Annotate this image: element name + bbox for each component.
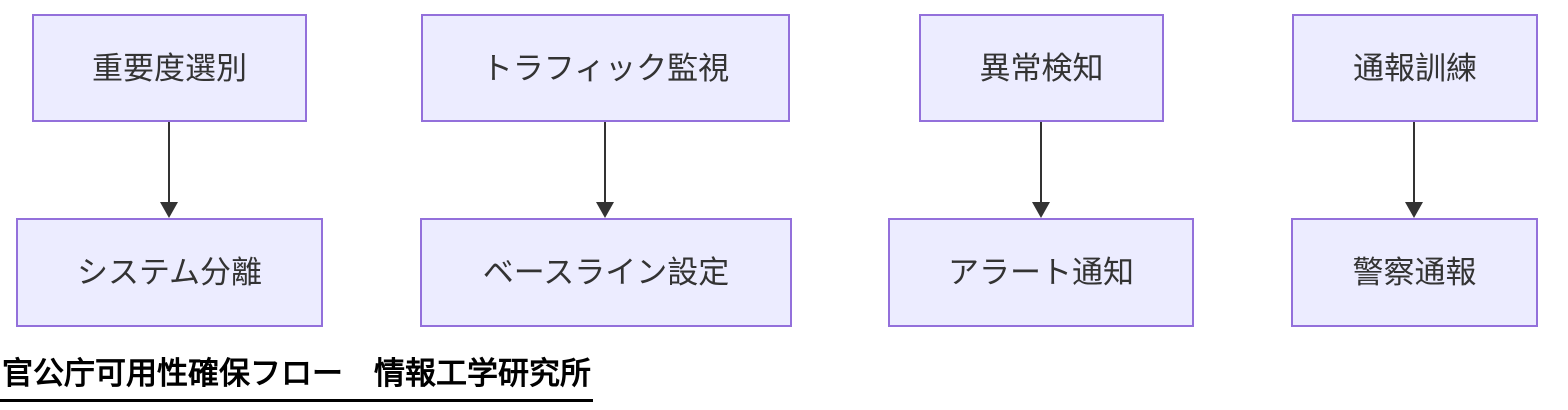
arrow-shaft	[1413, 122, 1415, 203]
arrow-down-icon	[595, 122, 615, 218]
node-label: 通報訓練	[1353, 50, 1477, 86]
flow-node-police-report: 警察通報	[1291, 218, 1538, 327]
arrow-head	[596, 202, 614, 218]
node-label: システム分離	[76, 255, 263, 290]
arrow-head	[1032, 202, 1050, 218]
arrow-shaft	[168, 122, 170, 203]
node-label: 重要度選別	[92, 50, 247, 86]
node-label: トラフィック監視	[481, 50, 730, 86]
diagram-caption: 官公庁可用性確保フロー 情報工学研究所	[0, 355, 593, 402]
arrow-down-icon	[1031, 122, 1051, 218]
arrow-shaft	[1040, 122, 1042, 203]
arrow-down-icon	[159, 122, 179, 218]
node-label: ベースライン設定	[482, 255, 730, 290]
flow-node-report-training: 通報訓練	[1292, 14, 1538, 122]
arrow-head	[160, 202, 178, 218]
arrow-down-icon	[1404, 122, 1424, 218]
arrow-shaft	[604, 122, 606, 203]
flow-node-anomaly-detection: 異常検知	[919, 14, 1164, 122]
flow-node-baseline-setup: ベースライン設定	[420, 218, 792, 327]
flow-node-traffic-monitoring: トラフィック監視	[421, 14, 790, 122]
node-label: アラート通知	[948, 255, 1134, 290]
arrow-head	[1405, 202, 1423, 218]
node-label: 警察通報	[1352, 255, 1477, 290]
flow-node-system-isolation: システム分離	[16, 218, 323, 327]
flow-node-alert-notification: アラート通知	[888, 218, 1194, 327]
node-label: 異常検知	[979, 50, 1104, 86]
flow-node-severity-triage: 重要度選別	[32, 14, 307, 122]
